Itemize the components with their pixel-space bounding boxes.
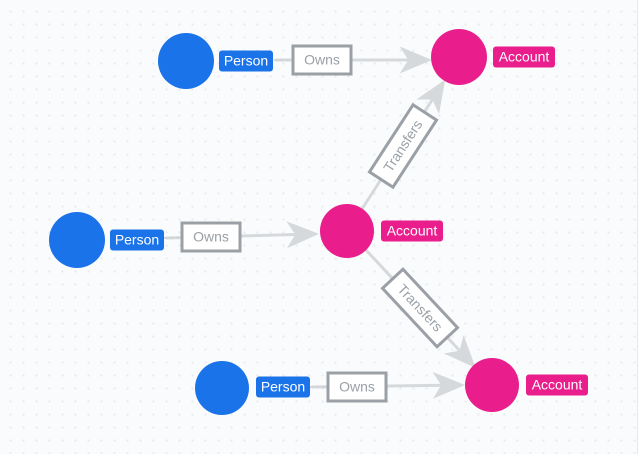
node-person-3[interactable]: Person: [195, 361, 310, 415]
edge-label-group[interactable]: Owns: [326, 371, 388, 403]
edge-label-group[interactable]: Owns: [291, 44, 353, 76]
edge-label-box[interactable]: [291, 44, 353, 76]
node-label-box[interactable]: [381, 220, 443, 242]
node-label-group[interactable]: Person: [219, 50, 273, 72]
edge-label-text: Owns: [304, 52, 340, 68]
edge-label-box[interactable]: [326, 371, 388, 403]
node-label-text: Account: [387, 223, 438, 239]
node-account-1[interactable]: Account: [431, 29, 555, 85]
edge-owns[interactable]: Owns: [164, 221, 320, 253]
node-label-box[interactable]: [110, 229, 164, 251]
node-circle-person[interactable]: [49, 212, 105, 268]
node-circle-person[interactable]: [195, 361, 249, 415]
node-label-group[interactable]: Account: [381, 220, 443, 242]
node-account-3[interactable]: Account: [465, 358, 588, 412]
node-label-group[interactable]: Account: [526, 374, 588, 396]
node-label-text: Person: [224, 53, 268, 69]
edge-label-text: Owns: [339, 379, 375, 395]
node-label-group[interactable]: Person: [256, 376, 310, 398]
edge-owns[interactable]: Owns: [274, 44, 433, 76]
node-account-2[interactable]: Account: [320, 204, 443, 258]
edge-label-group[interactable]: Owns: [180, 221, 242, 253]
edge-label-box[interactable]: [380, 267, 460, 349]
edge-label-text: Owns: [193, 229, 229, 245]
edge-label-group[interactable]: Transfers: [367, 102, 439, 190]
edge-label-group[interactable]: Transfers: [380, 267, 460, 349]
node-label-text: Account: [499, 49, 550, 65]
node-person-1[interactable]: Person: [158, 33, 273, 89]
node-label-box[interactable]: [219, 50, 273, 72]
edge-owns[interactable]: Owns: [310, 371, 466, 403]
node-label-box[interactable]: [493, 46, 555, 68]
node-label-group[interactable]: Person: [110, 229, 164, 251]
edge-transfers[interactable]: Transfers: [360, 79, 446, 210]
node-label-group[interactable]: Account: [493, 46, 555, 68]
node-person-2[interactable]: Person: [49, 212, 164, 268]
node-label-text: Account: [532, 377, 583, 393]
node-circle-person[interactable]: [158, 33, 214, 89]
node-circle-account[interactable]: [465, 358, 519, 412]
node-circle-account[interactable]: [431, 29, 487, 85]
node-circle-account[interactable]: [320, 204, 374, 258]
edge-transfers[interactable]: Transfers: [364, 248, 476, 368]
edge-label-box[interactable]: [180, 221, 242, 253]
node-label-text: Person: [261, 379, 305, 395]
edge-label-box[interactable]: [367, 102, 439, 190]
node-label-box[interactable]: [526, 374, 588, 396]
node-label-box[interactable]: [256, 376, 310, 398]
node-label-text: Person: [115, 232, 159, 248]
